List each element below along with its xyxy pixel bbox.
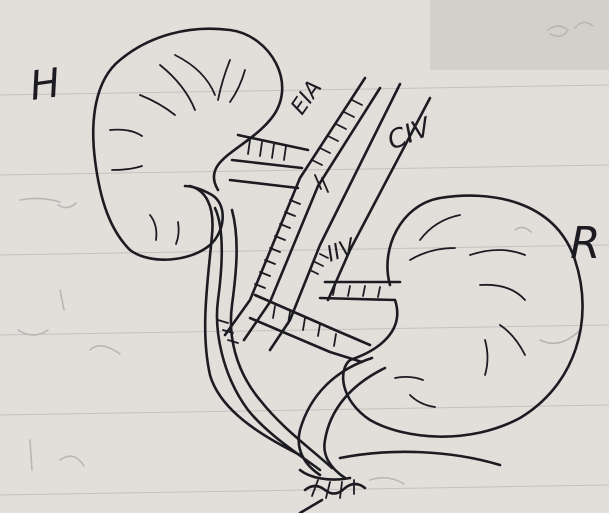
left-kidney-label: H [27, 60, 63, 110]
right-kidney-label: R [570, 218, 601, 269]
page-corner-shadow [430, 0, 609, 70]
